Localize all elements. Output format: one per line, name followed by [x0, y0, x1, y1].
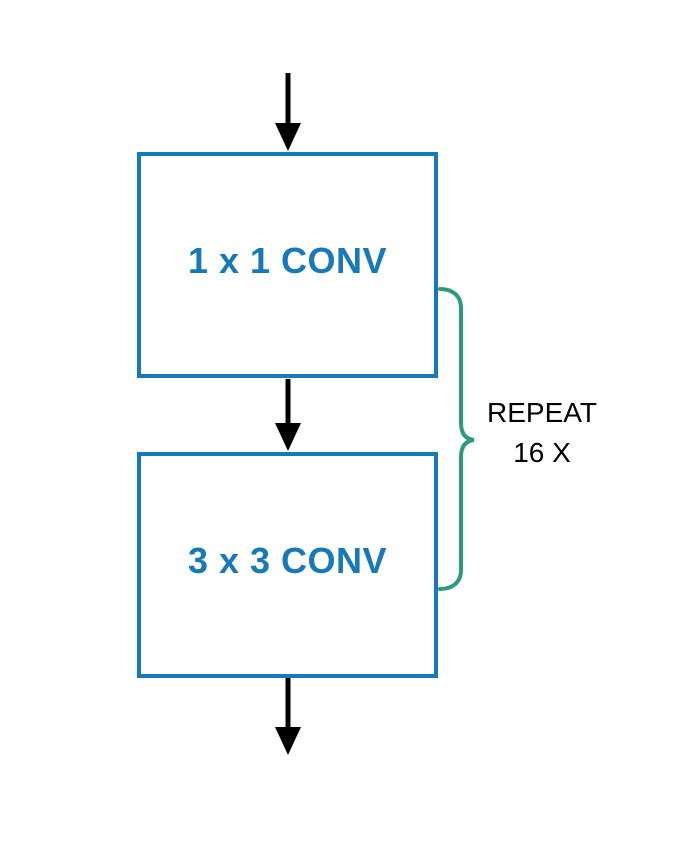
arrow-head	[275, 423, 301, 451]
arrow-head	[275, 727, 301, 755]
conv-block-3x3-label: 3 x 3 CONV	[187, 540, 388, 581]
down-arrow-icon-input	[275, 73, 301, 151]
repeat-annotation: REPEAT 16 X	[471, 393, 613, 473]
conv-block-1x1-label: 1 x 1 CONV	[187, 240, 388, 281]
repeat-annotation-line2: 16 X	[513, 437, 571, 468]
curly-brace-icon	[438, 287, 475, 591]
conv-block-1x1: 1 x 1 CONV	[137, 152, 438, 378]
down-arrow-icon-output	[275, 678, 301, 755]
conv-block-3x3: 3 x 3 CONV	[137, 452, 438, 678]
arrow-head	[275, 123, 301, 151]
repeat-annotation-line1: REPEAT	[487, 397, 597, 428]
down-arrow-icon-middle	[275, 379, 301, 451]
